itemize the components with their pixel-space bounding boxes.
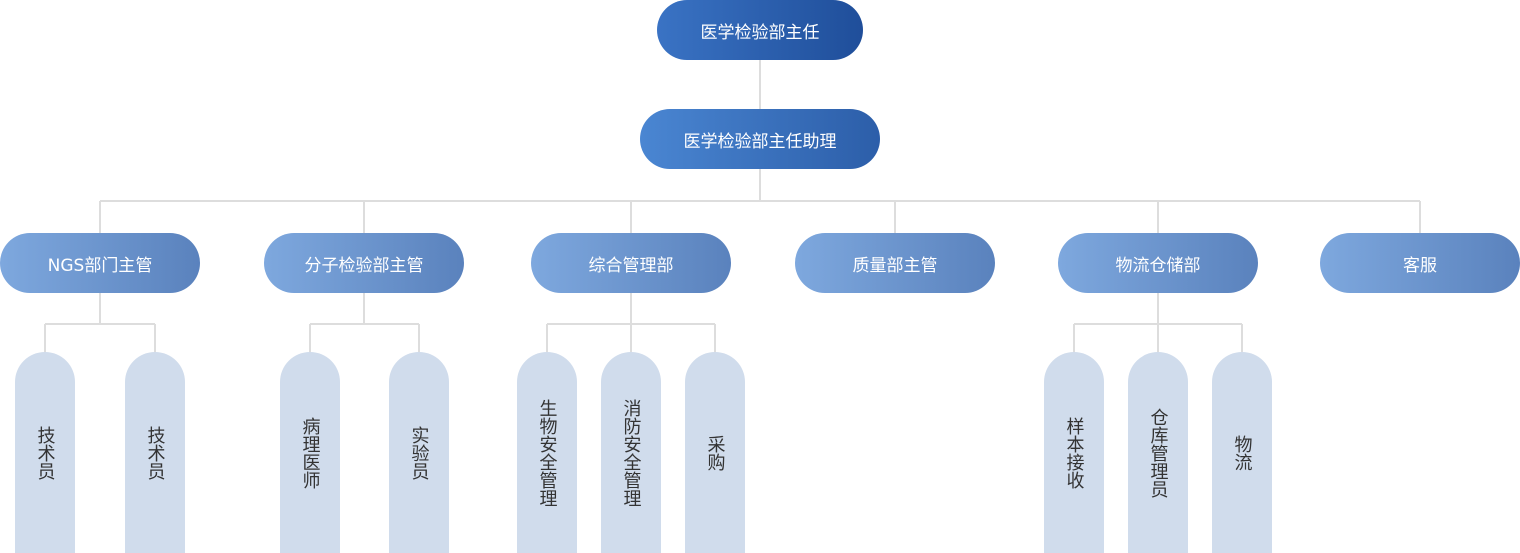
node-dept-logistics: 物流仓储部 <box>1058 233 1258 293</box>
node-dept-customer-service: 客服 <box>1320 233 1520 293</box>
node-dept-ngs: NGS部门主管 <box>0 233 200 293</box>
node-admin-procurement: 采购 <box>685 352 745 553</box>
node-director-assistant: 医学检验部主任助理 <box>640 109 880 169</box>
node-logistics-shipping: 物流 <box>1212 352 1272 553</box>
node-ngs-technician-2: 技术员 <box>125 352 185 553</box>
node-dept-general-admin: 综合管理部 <box>531 233 731 293</box>
node-ngs-technician-1: 技术员 <box>15 352 75 553</box>
node-logistics-warehouse-keeper: 仓库管理员 <box>1128 352 1188 553</box>
node-director: 医学检验部主任 <box>657 0 863 60</box>
node-admin-fire-safety: 消防安全管理 <box>601 352 661 553</box>
node-logistics-sample-receiving: 样本接收 <box>1044 352 1104 553</box>
node-admin-biosafety: 生物安全管理 <box>517 352 577 553</box>
node-dept-molecular: 分子检验部主管 <box>264 233 464 293</box>
node-molecular-lab-staff: 实验员 <box>389 352 449 553</box>
node-dept-quality: 质量部主管 <box>795 233 995 293</box>
node-molecular-pathologist: 病理医师 <box>280 352 340 553</box>
